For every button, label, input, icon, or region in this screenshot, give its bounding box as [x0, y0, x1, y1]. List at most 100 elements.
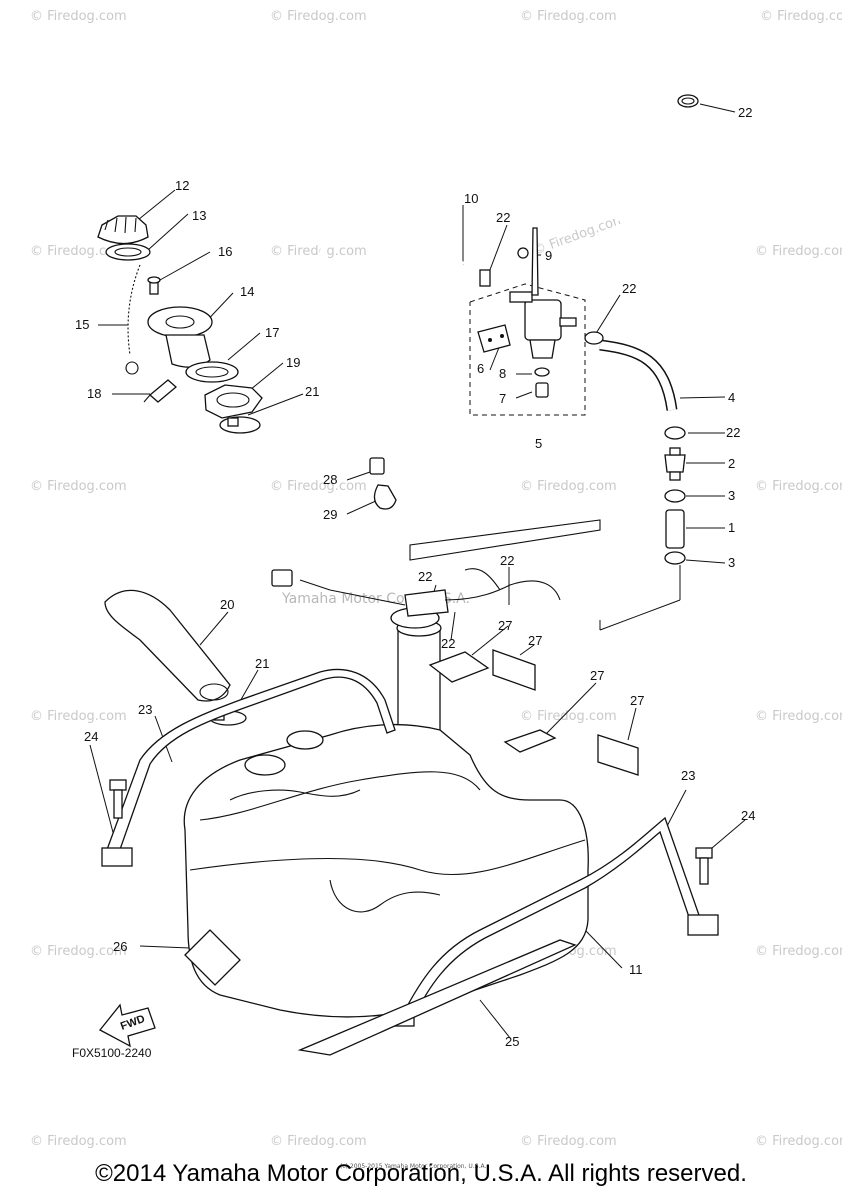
callout-28: 28: [323, 472, 337, 487]
callout-10: 10: [464, 191, 478, 206]
watermark: © Firedog.com: [30, 1134, 127, 1149]
hose-clamp-21-upper: [219, 416, 261, 434]
callout-8: 8: [499, 366, 506, 381]
callout-26: 26: [113, 939, 127, 954]
tank-band-23-left: [101, 668, 396, 867]
callout-23: 23: [138, 702, 152, 717]
watermark: © Firedog.com: [520, 479, 617, 494]
callout-29: 29: [323, 507, 337, 522]
callout-27: 27: [630, 693, 644, 708]
callout-22: 22: [622, 281, 636, 296]
callout-19: 19: [286, 355, 300, 370]
copyright-notice: ©2014 Yamaha Motor Corporation, U.S.A. A…: [95, 1160, 747, 1187]
callout-27: 27: [498, 618, 512, 633]
band-28: [369, 457, 385, 475]
fuel-sender-unit: [271, 519, 601, 761]
callout-22: 22: [441, 636, 455, 651]
diagram-code: F0X5100-2240: [72, 1046, 152, 1060]
callout-17: 17: [265, 325, 279, 340]
callout-24: 24: [84, 729, 98, 744]
watermark: © Firedog.com: [270, 9, 367, 24]
watermark: © Firedog.com: [30, 944, 127, 959]
watermark: © Firedog.com: [760, 9, 842, 24]
callout-20: 20: [220, 597, 234, 612]
callout-1: 1: [728, 520, 735, 535]
fuel-hose-10: [316, 117, 687, 468]
callout-22: 22: [418, 569, 432, 584]
callout-22: 22: [726, 425, 740, 440]
hose-clip-22-top: [677, 94, 699, 108]
callout-13: 13: [192, 208, 206, 223]
watermark: © Firedog.com: [755, 944, 842, 959]
callout-23: 23: [681, 768, 695, 783]
fuel-tank-11: [183, 723, 589, 1018]
callout-5: 5: [535, 436, 542, 451]
watermark: © Firedog.com: [270, 1134, 367, 1149]
callout-27: 27: [528, 633, 542, 648]
callouts: 22 10 22 9 22 4 12 13 16 14 15 17 18 19 …: [75, 105, 755, 1049]
callout-3: 3: [728, 555, 735, 570]
pad-27-b: [492, 649, 536, 691]
watermark: © Firedog.com: [270, 479, 367, 494]
callout-16: 16: [218, 244, 232, 259]
cap-gasket-13: [105, 243, 151, 261]
watermark: © Firedog.com: [30, 9, 127, 24]
watermark: © Firedog.com: [30, 244, 127, 259]
callout-3: 3: [728, 488, 735, 503]
callout-18: 18: [87, 386, 101, 401]
callout-11: 11: [629, 962, 643, 977]
mat-26: [184, 929, 241, 986]
watermark: © Firedog.com: [520, 9, 617, 24]
pad-27-c: [503, 729, 557, 753]
watermark: © Firedog.com: [755, 479, 842, 494]
callout-21: 21: [255, 656, 269, 671]
watermark: © Firedog.com: [520, 1134, 617, 1149]
callout-2: 2: [728, 456, 735, 471]
small-print: (c) 2005-2015 Yamaha Motor Corporation, …: [340, 1163, 486, 1170]
watermark: © Firedog.com: [270, 244, 367, 259]
mat-25: [297, 939, 577, 1056]
filler-neck-14: [147, 306, 213, 368]
callout-27: 27: [590, 668, 604, 683]
band-29: [373, 484, 397, 510]
fuel-filter-assembly: [469, 227, 604, 416]
callout-7: 7: [499, 391, 506, 406]
fwd-arrow: FWD: [99, 1003, 156, 1048]
callout-6: 6: [477, 361, 484, 376]
callout-22: 22: [496, 210, 510, 225]
cap-strap-chain-15: [125, 264, 141, 375]
watermark: © Firedog.com: [520, 709, 617, 724]
clip-22-right: [664, 426, 686, 440]
callout-25: 25: [505, 1034, 519, 1049]
filler-hose-20: [104, 589, 231, 702]
screw-16: [147, 276, 161, 295]
ring-nut-19: [204, 384, 263, 419]
callout-22: 22: [500, 553, 514, 568]
filler-cap-12: [97, 215, 149, 245]
callout-14: 14: [240, 284, 254, 299]
callout-4: 4: [728, 390, 735, 405]
callout-9: 9: [545, 248, 552, 263]
pad-27-a: [428, 651, 490, 683]
clip-3-lower: [664, 551, 686, 565]
watermark: © Firedog.com: [755, 1134, 842, 1149]
pad-27-d: [597, 734, 639, 776]
hose-1: [665, 509, 685, 549]
callout-24: 24: [741, 808, 755, 823]
clip-3-upper: [664, 489, 686, 503]
joint-2: [664, 447, 686, 481]
callout-12: 12: [175, 178, 189, 193]
watermark: © Firedog.com: [30, 479, 127, 494]
leader-lines: [89, 103, 746, 1039]
callout-22: 22: [738, 105, 752, 120]
valve-18: [143, 379, 178, 403]
bolt-24-left: [109, 779, 127, 819]
watermark: © Firedog.com: [755, 709, 842, 724]
callout-15: 15: [75, 317, 89, 332]
gasket-17: [185, 361, 239, 383]
callout-21: 21: [305, 384, 319, 399]
fuel-hose-4: [599, 339, 678, 411]
watermark: © Firedog.com: [755, 244, 842, 259]
watermark: © Firedog.com: [30, 709, 127, 724]
